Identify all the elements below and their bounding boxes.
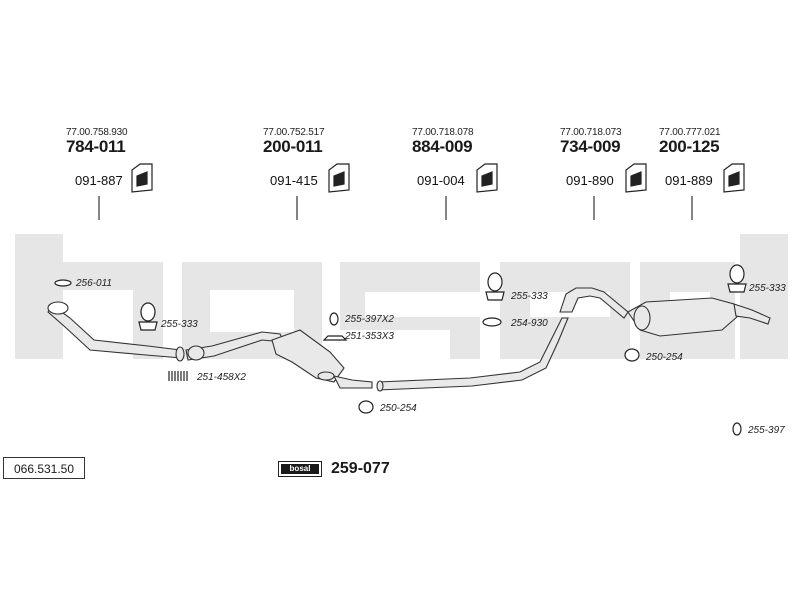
mount-bracket-icon [131,163,745,193]
mount-number: 091-887 [75,173,123,188]
ref-gasket-front: 256-011 [76,278,112,289]
bosal-logo-box: bosal [278,461,322,477]
mount-number: 091-889 [665,173,713,188]
center-pipe [376,317,569,392]
clamp-icon [358,400,374,414]
gasket-icon [54,279,72,287]
part-number: 884-009 [412,137,473,156]
oem-number: 77.00.718.073 [560,127,622,138]
ref-spring: 251-458X2 [197,372,246,383]
ref-clamp-mid: 250-254 [380,403,417,414]
catalog-number: 066.531.50 [3,457,85,479]
oem-number: 77.00.718.078 [412,127,474,138]
ring-icon [732,422,742,436]
spring-icon [168,371,188,381]
oem-number: 77.00.752.517 [263,127,325,138]
front-muffler [185,329,373,389]
rear-silencer [559,287,771,337]
oem-number: 77.00.758.930 [66,127,128,138]
part-number: 784-011 [66,137,126,156]
mount-number: 091-890 [566,173,614,188]
oem-number: 77.00.777.021 [659,127,721,138]
ref-ring-mid: 255-397X2 [345,314,394,325]
kit-number: 259-077 [331,460,390,477]
mount-number: 091-004 [417,173,465,188]
ref-clamp-rear: 250-254 [646,352,683,363]
part-number: 200-011 [263,137,323,156]
clamp-icon [624,348,640,362]
ref-hanger-rear: 255-333 [749,283,786,294]
ring-icon [329,312,339,326]
mount-number: 091-415 [270,173,318,188]
bolt-icon [322,335,348,341]
ref-ring-rear: 255-397 [748,425,785,436]
ref-bolt-mid: 251-353X3 [345,331,394,342]
part-number: 200-125 [659,137,720,156]
rubber-hanger-icon [138,264,747,331]
ref-hanger-front: 255-333 [161,319,198,330]
ref-clamp-center: 254-930 [511,318,548,329]
ref-hanger-center: 255-333 [511,291,548,302]
bosal-logo: bosal [281,464,319,474]
part-number: 734-009 [560,137,621,156]
front-pipe [47,301,185,362]
clamp-icon [482,317,502,327]
